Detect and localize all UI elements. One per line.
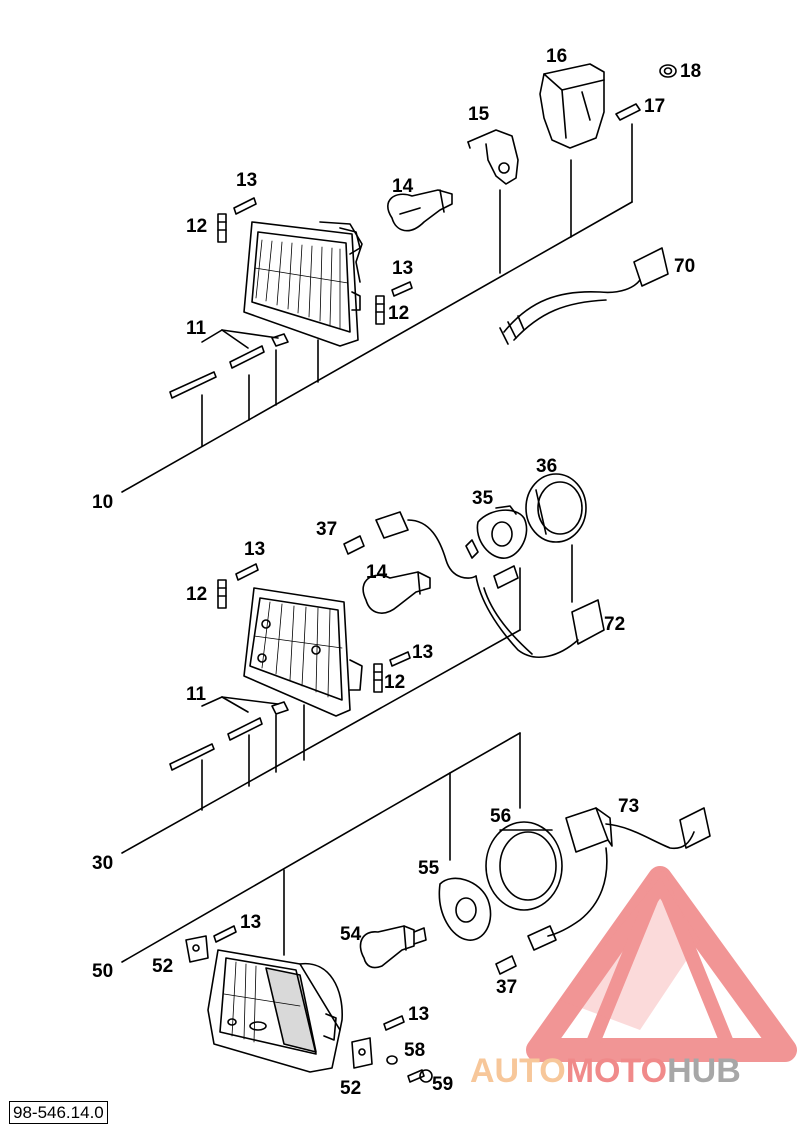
screw-13-lower-right [383, 1015, 405, 1031]
wiring-harness-70 [499, 247, 669, 345]
callout-37b: 37 [496, 977, 517, 998]
socket-harness-30 [375, 511, 605, 658]
callout-52b: 52 [340, 1078, 361, 1099]
bulb-14-upper [387, 189, 453, 232]
screw-13-upper-left [233, 197, 257, 215]
bulb-holder-55 [438, 877, 492, 941]
holder-12-middle-left [217, 579, 227, 609]
callout-58: 58 [404, 1040, 425, 1061]
headlamp-rectangular-10 [243, 221, 363, 347]
callout-13b: 13 [392, 258, 413, 279]
callout-13e: 13 [240, 912, 261, 933]
callout-52a: 52 [152, 956, 173, 977]
screw-13-upper-right [391, 281, 413, 297]
assembly-10-lines [121, 123, 633, 493]
reflector-36 [525, 473, 587, 543]
callout-13d: 13 [412, 642, 433, 663]
bracket-52-lower-left [185, 935, 209, 963]
holder-12-upper-right [375, 295, 385, 325]
holder-12-middle-right [373, 663, 383, 693]
screw-13-middle-right [389, 651, 411, 667]
callout-12d: 12 [384, 672, 405, 693]
nut-18 [659, 64, 677, 78]
callout-56: 56 [490, 806, 511, 827]
adjuster-screw-11-upper [169, 333, 289, 399]
callout-14a: 14 [392, 176, 414, 197]
assembly-30-lines [121, 544, 573, 854]
harness-73 [527, 807, 711, 951]
callout-17: 17 [644, 96, 665, 117]
screw-59 [407, 1069, 433, 1083]
bulb-14-middle [362, 571, 431, 614]
callout-14b: 14 [366, 562, 388, 583]
callout-12c: 12 [186, 584, 207, 605]
callout-12a: 12 [186, 216, 207, 237]
reflector-56 [485, 821, 563, 911]
bracket-52-lower-right [351, 1037, 373, 1069]
screw-17 [615, 103, 641, 121]
bracket-15 [467, 129, 519, 185]
figure-reference-code: 98-546.14.0 [9, 1101, 108, 1124]
callout-11a: 11 [186, 318, 207, 339]
callout-assembly-30: 30 [92, 853, 113, 874]
washer-58 [386, 1055, 398, 1065]
watermark-logo [526, 866, 797, 1062]
callout-13c: 13 [244, 539, 265, 560]
callout-55: 55 [418, 858, 440, 879]
watermark-text: AUTOMOTOHUB [470, 1052, 741, 1090]
callout-36: 36 [536, 456, 557, 477]
adjuster-screw-11-middle [169, 701, 289, 771]
headlamp-rectangular-30 [243, 587, 363, 717]
callout-37a: 37 [316, 519, 337, 540]
callout-13a: 13 [236, 170, 257, 191]
callout-12b: 12 [388, 303, 409, 324]
callout-18: 18 [680, 61, 701, 82]
cover-16 [539, 63, 605, 149]
callout-16: 16 [546, 46, 567, 67]
callout-13f: 13 [408, 1004, 429, 1025]
callout-35: 35 [472, 488, 494, 509]
bulb-holder-35 [476, 505, 528, 559]
screw-13-lower-left [213, 925, 237, 943]
callout-assembly-50: 50 [92, 961, 113, 982]
callout-70: 70 [674, 256, 695, 277]
assembly-50-lines [121, 732, 521, 963]
holder-12-upper-left [217, 213, 227, 243]
callout-59: 59 [432, 1074, 453, 1095]
callout-73: 73 [618, 796, 639, 817]
callout-labels: 10 30 50 16 18 17 15 13 14 12 13 70 12 1… [92, 46, 701, 1099]
bulb-37-lower [495, 955, 517, 975]
callout-72: 72 [604, 614, 625, 635]
callout-15: 15 [468, 104, 490, 125]
bulb-37-middle [343, 535, 365, 555]
bulb-54-h4 [359, 925, 427, 969]
callout-54: 54 [340, 924, 362, 945]
screw-13-middle-left [235, 563, 259, 581]
headlamp-rectangular-50 [207, 949, 343, 1073]
callout-11b: 11 [186, 684, 207, 705]
callout-assembly-10: 10 [92, 492, 113, 513]
